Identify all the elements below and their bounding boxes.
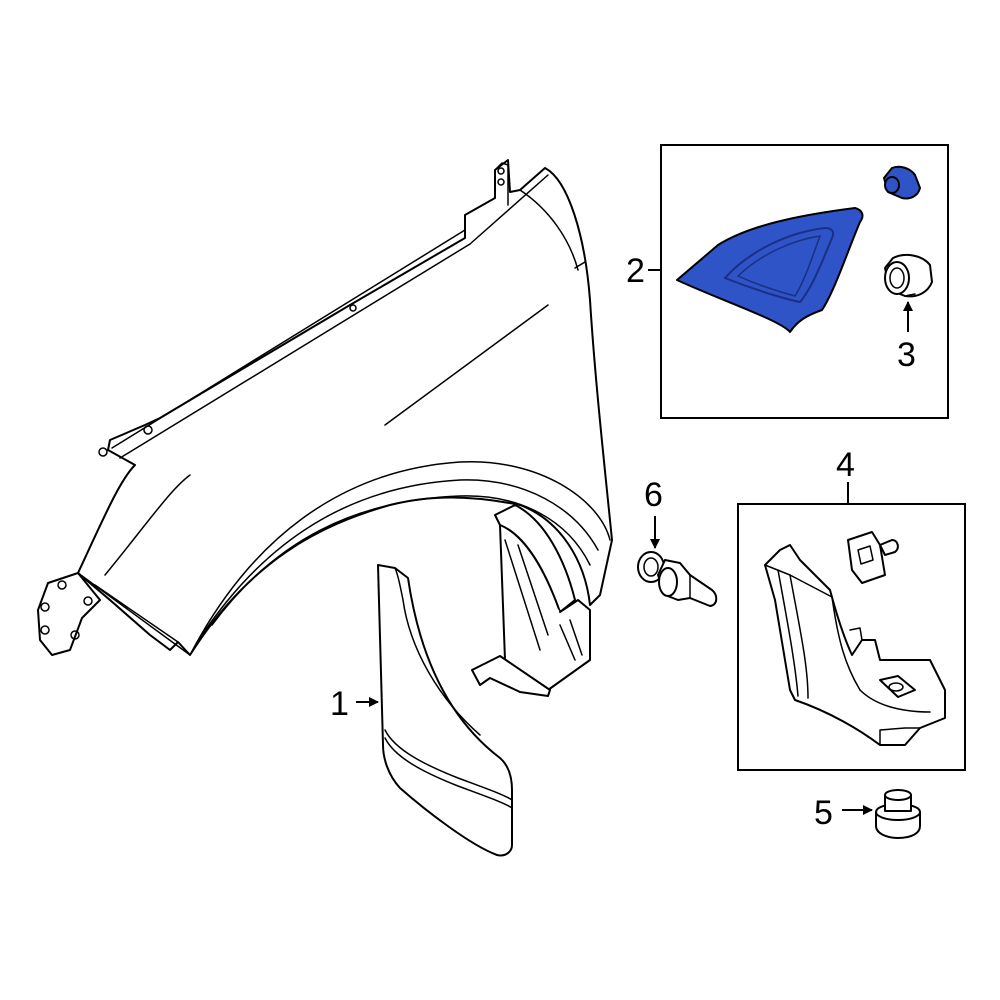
callout-1: 1	[330, 685, 349, 723]
callout-4: 4	[836, 446, 855, 484]
callout-5: 5	[814, 794, 833, 832]
part-3-clip[interactable]	[884, 253, 933, 298]
part-3-clip-highlighted[interactable]	[883, 165, 921, 200]
callout-3: 3	[897, 336, 916, 374]
part-2-applique-body[interactable]	[676, 207, 864, 333]
part-2-detail-box	[660, 144, 949, 419]
part-4-bracket[interactable]	[764, 544, 946, 746]
part-5-bolt[interactable]	[875, 789, 921, 839]
part-1-mud-flap[interactable]	[377, 564, 513, 857]
part-2-applique[interactable]	[676, 207, 864, 333]
part-2-applique-inner-rim	[723, 226, 835, 304]
callout-2: 2	[626, 252, 645, 290]
part-4-detail-box	[737, 503, 966, 771]
part-2-applique-inner-edge	[736, 235, 822, 297]
part-4-clip-nut[interactable]	[847, 531, 899, 584]
fender[interactable]	[37, 159, 613, 697]
callout-6: 6	[644, 476, 663, 514]
part-6-push-pin[interactable]	[637, 551, 718, 607]
